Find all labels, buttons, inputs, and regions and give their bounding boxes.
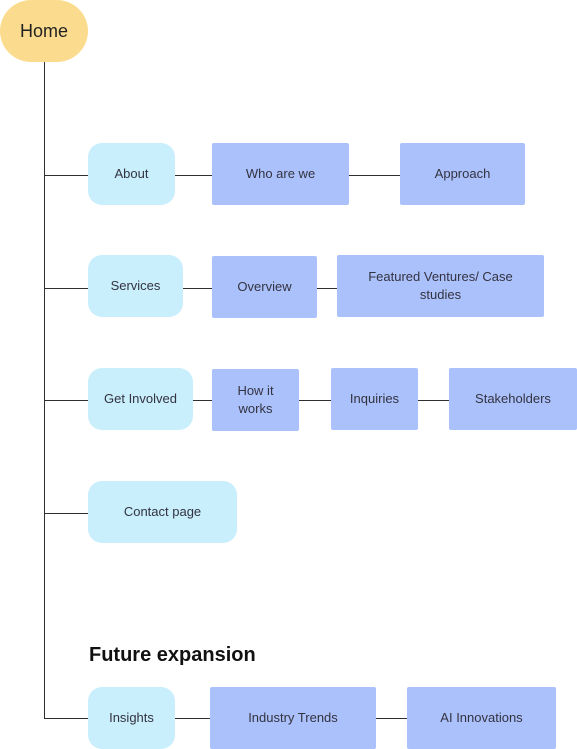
connector-about	[44, 175, 88, 176]
get-involved-node[interactable]: Get Involved	[88, 368, 193, 430]
contact-page-node[interactable]: Contact page	[88, 481, 237, 543]
overview-node[interactable]: Overview	[212, 256, 317, 318]
connector-insights-trends	[175, 718, 210, 719]
insights-node[interactable]: Insights	[88, 687, 175, 749]
ai-innovations-node[interactable]: AI Innovations	[407, 687, 556, 749]
connector-trends-ai	[376, 718, 407, 719]
future-expansion-heading: Future expansion	[89, 644, 256, 666]
connector-get-involved	[44, 400, 88, 401]
connector-services	[44, 288, 88, 289]
connector-contact	[44, 513, 88, 514]
featured-ventures-node[interactable]: Featured Ventures/ Case studies	[337, 255, 544, 317]
who-are-we-node[interactable]: Who are we	[212, 143, 349, 205]
how-it-works-node[interactable]: How it works	[212, 369, 299, 431]
connector-inquiries-stakeholders	[418, 400, 449, 401]
connector-about-who	[175, 175, 212, 176]
connector-how-inquiries	[299, 400, 331, 401]
connector-who-approach	[349, 175, 400, 176]
about-node[interactable]: About	[88, 143, 175, 205]
approach-node[interactable]: Approach	[400, 143, 525, 205]
home-node[interactable]: Home	[0, 0, 88, 62]
connector-overview-featured	[317, 288, 337, 289]
connector-services-overview	[183, 288, 212, 289]
trunk-line	[44, 62, 45, 719]
industry-trends-node[interactable]: Industry Trends	[210, 687, 376, 749]
inquiries-node[interactable]: Inquiries	[331, 368, 418, 430]
connector-involved-how	[193, 400, 212, 401]
services-node[interactable]: Services	[88, 255, 183, 317]
stakeholders-node[interactable]: Stakeholders	[449, 368, 577, 430]
connector-insights	[44, 718, 88, 719]
